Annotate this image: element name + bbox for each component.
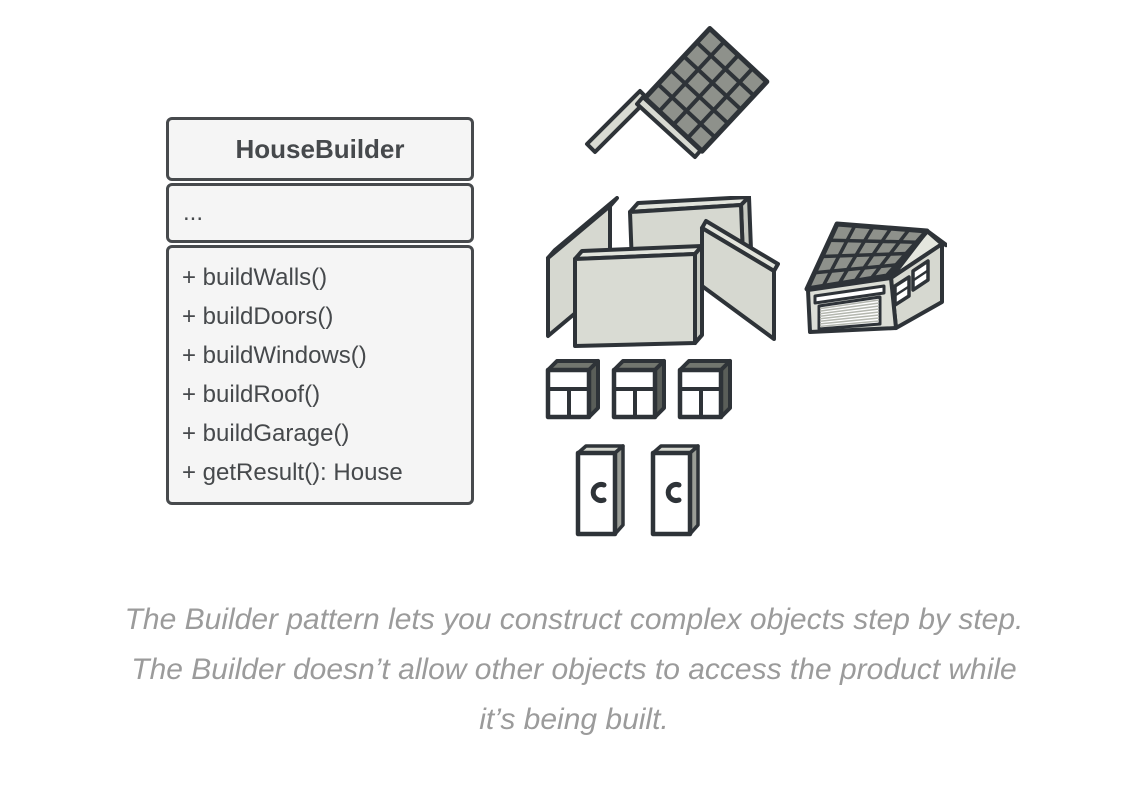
walls-icon (546, 196, 780, 348)
caption: The Builder pattern lets you construct c… (0, 595, 1148, 745)
uml-class-box: HouseBuilder ... + buildWalls() + buildD… (166, 117, 474, 507)
uml-method: + buildDoors() (182, 303, 334, 330)
window-icon (611, 359, 666, 420)
uml-class-title: HouseBuilder (235, 133, 405, 164)
caption-line: it’s being built. (479, 703, 669, 736)
door-icon (575, 444, 625, 537)
caption-line: The Builder pattern lets you construct c… (124, 603, 1024, 636)
uml-attributes-placeholder: ... (183, 199, 204, 226)
uml-class-header: HouseBuilder (166, 117, 474, 181)
uml-method: + buildRoof() (182, 381, 321, 408)
caption-line: The Builder doesn’t allow other objects … (131, 653, 1017, 686)
door-icon (650, 444, 700, 537)
uml-class-attributes: ... (166, 183, 474, 243)
garage-house-icon (804, 221, 947, 334)
uml-class-methods: + buildWalls() + buildDoors() + buildWin… (166, 245, 474, 505)
uml-method: + getResult(): House (182, 459, 403, 486)
uml-method: + buildGarage() (182, 420, 350, 447)
uml-method: + buildWindows() (182, 342, 367, 369)
window-icon (677, 359, 732, 420)
roof-icon (585, 26, 770, 159)
uml-method: + buildWalls() (182, 264, 328, 291)
window-icon (545, 359, 600, 420)
